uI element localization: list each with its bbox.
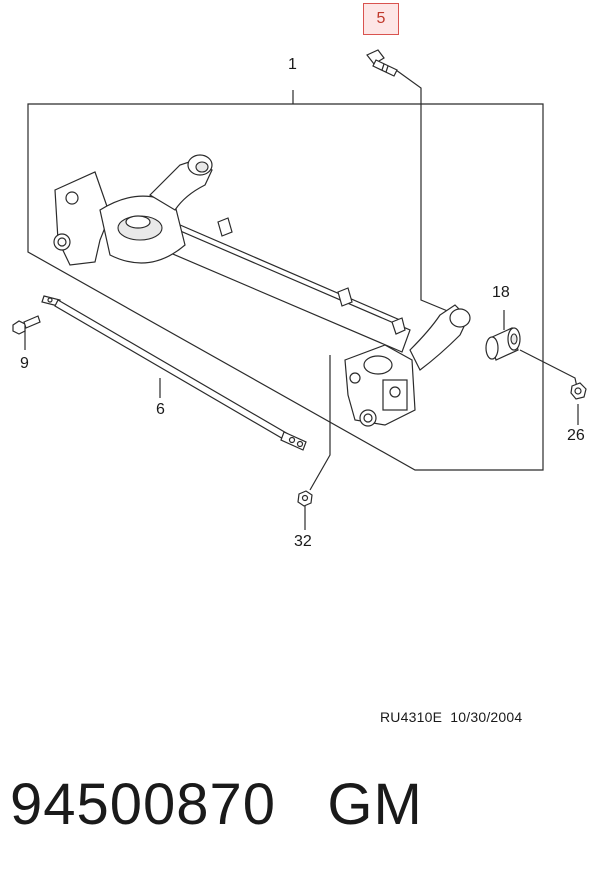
part-number-line: 94500870 GM	[10, 772, 423, 838]
bolt-5	[366, 49, 398, 77]
reference-date: 10/30/2004	[450, 709, 523, 725]
part-brand: GM	[327, 772, 423, 837]
callout-1: 1	[288, 56, 297, 73]
exploded-parts-diagram	[12, 49, 587, 530]
bushing-18	[485, 327, 521, 361]
callout-5-highlighted[interactable]: 5	[363, 3, 399, 35]
callout-9: 9	[20, 355, 29, 372]
nut-32	[297, 490, 313, 507]
part-number: 94500870	[10, 772, 277, 837]
callout-32: 32	[294, 533, 312, 550]
bolt-9	[12, 315, 41, 335]
callout-26: 26	[567, 427, 585, 444]
callout-6: 6	[156, 401, 165, 418]
reference-code: RU4310E	[380, 709, 443, 725]
callout-18: 18	[492, 284, 510, 301]
assembly-frame	[27, 90, 544, 471]
nut-26	[570, 382, 587, 400]
diagram-reference: RU4310E 10/30/2004	[380, 709, 522, 725]
rear-axle-beam	[53, 154, 471, 427]
panhard-rod-6	[41, 295, 307, 451]
